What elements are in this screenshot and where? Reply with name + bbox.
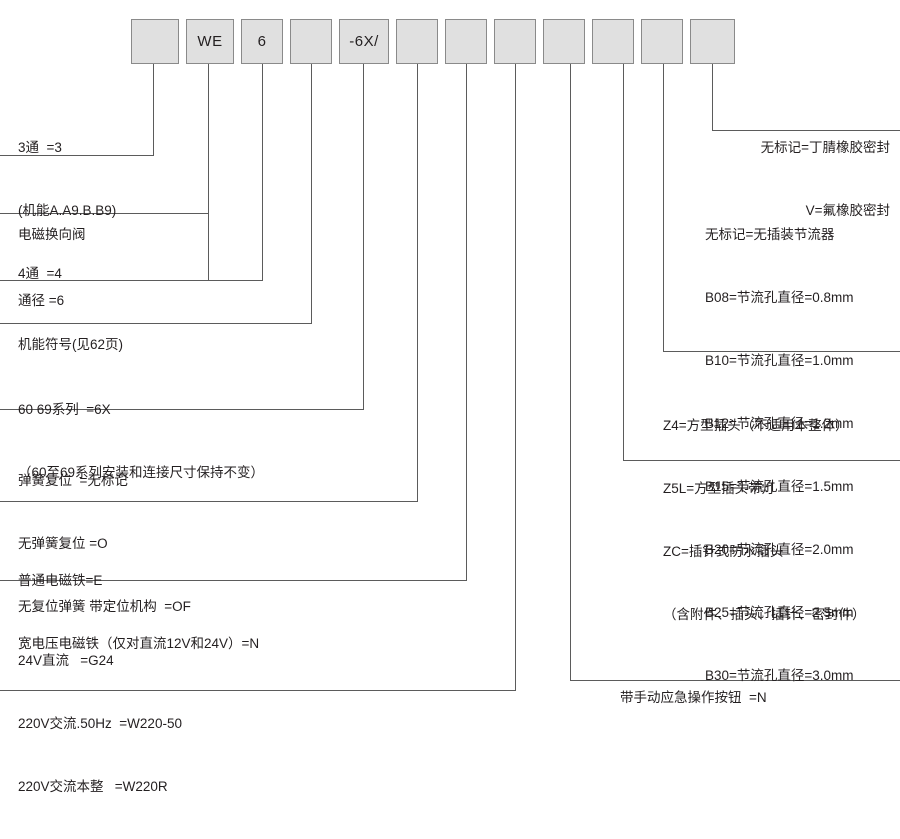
label-solenoid: 普通电磁铁=E 宽电压电磁铁（仅对直流12V和24V）=N xyxy=(18,528,259,696)
label-solenoid-line-1: 普通电磁铁=E xyxy=(18,573,103,588)
model-code-diagram: WE 6 -6X/ 3通 =3 (机能A.A9.B.B9) xyxy=(0,19,900,794)
leader-line-spool-symbol-horizontal xyxy=(0,323,312,324)
label-spring-line-1: 弹簧复位 =无标记 xyxy=(18,473,128,488)
label-series-line-2: （60至69系列安装和连接尺寸保持不变） xyxy=(18,465,265,480)
label-connector-line-4: （含附件、插头、插针、密封件） xyxy=(663,607,866,622)
code-box-seal[interactable] xyxy=(690,19,735,64)
code-box-spool-symbol[interactable] xyxy=(290,19,332,64)
leader-line-ways-vertical xyxy=(153,64,154,156)
leader-line-spool-symbol-vertical xyxy=(311,64,312,324)
leader-line-throttle-vertical xyxy=(663,64,664,352)
leader-line-solenoid-vertical xyxy=(466,64,467,581)
code-box-connector[interactable] xyxy=(592,19,634,64)
label-manual-line-1: 带手动应急操作按钮 =N xyxy=(620,690,767,705)
label-throttle-line-7: B25=节流孔直径=2.5mm xyxy=(705,605,854,620)
label-connector-line-2: Z5L=方型插头带灯 xyxy=(663,481,776,496)
label-voltage-line-2: 220V交流.50Hz =W220-50 xyxy=(18,716,182,731)
leader-line-series-vertical xyxy=(363,64,364,410)
label-throttle-line-2: B08=节流孔直径=0.8mm xyxy=(705,290,854,305)
leader-line-seal-vertical xyxy=(712,64,713,131)
leader-line-voltage-horizontal xyxy=(0,690,516,691)
label-manual: 带手动应急操作按钮 =N xyxy=(620,645,767,750)
label-connector-line-3: ZC=插针式防水插头 xyxy=(663,544,784,559)
label-throttle-line-5: B15=节流孔直径=1.5mm xyxy=(705,479,854,494)
leader-line-voltage-vertical xyxy=(515,64,516,691)
leader-line-connector-horizontal xyxy=(623,460,900,461)
label-valve-type: 电磁换向阀 xyxy=(18,182,86,287)
label-ways-line-3: 4通 =4 xyxy=(18,266,62,281)
code-box-manual[interactable] xyxy=(543,19,585,64)
label-series-line-1: 60 69系列 =6X xyxy=(18,402,111,417)
label-ways-line-2: (机能A.A9.B.B9) xyxy=(18,203,117,218)
label-series: 60 69系列 =6X （60至69系列安装和连接尺寸保持不变） xyxy=(18,357,264,525)
leader-line-seal-horizontal xyxy=(712,130,900,131)
label-seal-line-1: 无标记=丁腈橡胶密封 xyxy=(760,140,890,155)
label-solenoid-line-2: 宽电压电磁铁（仅对直流12V和24V）=N xyxy=(18,636,260,651)
label-size-line-1: 通径 =6 xyxy=(18,293,65,308)
label-spring: 弹簧复位 =无标记 无弹簧复位 =O 无复位弹簧 带定位机构 =OF xyxy=(18,428,191,659)
leader-line-spring-vertical xyxy=(417,64,418,502)
label-seal-line-2: V=氟橡胶密封 xyxy=(805,203,890,218)
leader-line-valve-type-vertical xyxy=(208,64,209,280)
label-ways-line-1: 3通 =3 xyxy=(18,140,62,155)
leader-line-spring-horizontal xyxy=(0,501,418,502)
label-valve-type-line-1: 电磁换向阀 xyxy=(18,227,86,242)
label-spring-line-3: 无复位弹簧 带定位机构 =OF xyxy=(18,599,191,614)
label-throttle-line-1: 无标记=无插装节流器 xyxy=(705,227,835,242)
label-voltage: 24V直流 =G24 220V交流.50Hz =W220-50 220V交流本整… xyxy=(18,608,182,839)
leader-line-size-vertical xyxy=(262,64,263,281)
label-throttle-line-8: B30=节流孔直径=3.0mm xyxy=(705,668,854,683)
code-box-series[interactable]: -6X/ xyxy=(339,19,389,64)
leader-line-throttle-horizontal xyxy=(663,351,900,352)
code-box-ways[interactable] xyxy=(131,19,179,64)
label-spring-line-2: 无弹簧复位 =O xyxy=(18,536,108,551)
label-seal: 无标记=丁腈橡胶密封 V=氟橡胶密封 xyxy=(640,95,890,263)
code-box-voltage[interactable] xyxy=(494,19,536,64)
code-box-spring[interactable] xyxy=(396,19,438,64)
label-spool-symbol-line-1: 机能符号(见62页) xyxy=(18,337,124,352)
leader-line-connector-vertical xyxy=(623,64,624,461)
label-size: 通径 =6 xyxy=(18,248,64,353)
code-box-valve-type[interactable]: WE xyxy=(186,19,234,64)
leader-line-ways-horizontal xyxy=(0,155,154,156)
label-voltage-line-3: 220V交流本整 =W220R xyxy=(18,779,168,794)
leader-line-series-horizontal xyxy=(0,409,364,410)
leader-line-solenoid-horizontal xyxy=(0,580,467,581)
leader-line-valve-type-horizontal xyxy=(0,213,209,214)
code-box-solenoid[interactable] xyxy=(445,19,487,64)
label-spool-symbol: 机能符号(见62页) xyxy=(18,292,123,397)
label-throttle: 无标记=无插装节流器 B08=节流孔直径=0.8mm B10=节流孔直径=1.0… xyxy=(705,182,854,728)
leader-line-manual-horizontal xyxy=(570,680,900,681)
label-connector: Z4=方型插头（不适用本整体） Z5L=方型插头带灯 ZC=插针式防水插头 （含… xyxy=(663,373,866,667)
label-connector-line-1: Z4=方型插头（不适用本整体） xyxy=(663,418,849,433)
label-throttle-line-6: B20=节流孔直径=2.0mm xyxy=(705,542,854,557)
label-throttle-line-4: B12=节流孔直径=1.2mm xyxy=(705,416,854,431)
code-box-throttle[interactable] xyxy=(641,19,683,64)
leader-line-manual-vertical xyxy=(570,64,571,681)
label-throttle-line-3: B10=节流孔直径=1.0mm xyxy=(705,353,854,368)
leader-line-size-horizontal xyxy=(0,280,263,281)
label-voltage-line-1: 24V直流 =G24 xyxy=(18,653,114,668)
label-ways: 3通 =3 (机能A.A9.B.B9) 4通 =4 xyxy=(18,95,116,326)
code-box-size[interactable]: 6 xyxy=(241,19,283,64)
